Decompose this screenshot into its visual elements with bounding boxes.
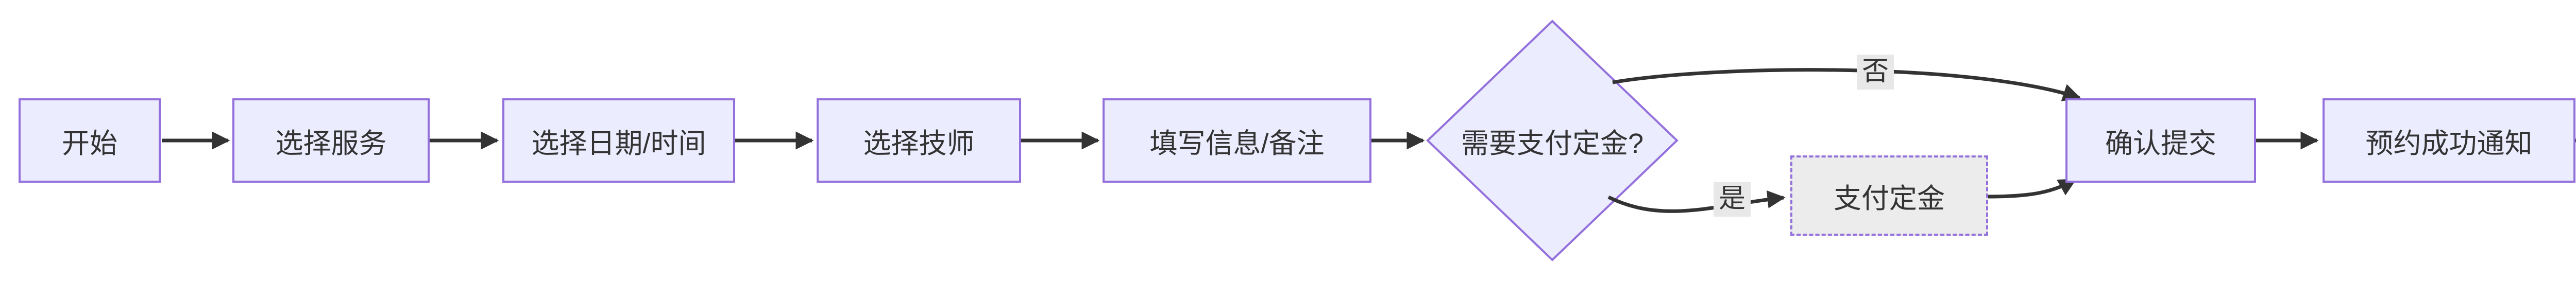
node-notify: 预约成功通知 [2323,98,2575,183]
edge-pay-deposit-to-confirm [1988,178,2077,199]
node-select-datetime: 选择日期/时间 [502,98,735,183]
edge-decision-no-to-confirm [1612,68,2081,101]
decision-diamond-label: 需要支付定金? [1461,128,1644,159]
edge-label-yes: 是 [1713,182,1751,217]
node-start: 开始 [19,98,161,183]
node-select-service: 选择服务 [232,98,430,183]
node-pay-deposit: 支付定金 [1790,155,1988,236]
node-confirm: 确认提交 [2065,98,2256,183]
node-select-technician: 选择技师 [817,98,1021,183]
edge-decision-yes-to-pay-deposit [1607,190,1786,213]
node-fill-info: 填写信息/备注 [1103,98,1371,183]
edge-label-no: 否 [1856,55,1894,90]
